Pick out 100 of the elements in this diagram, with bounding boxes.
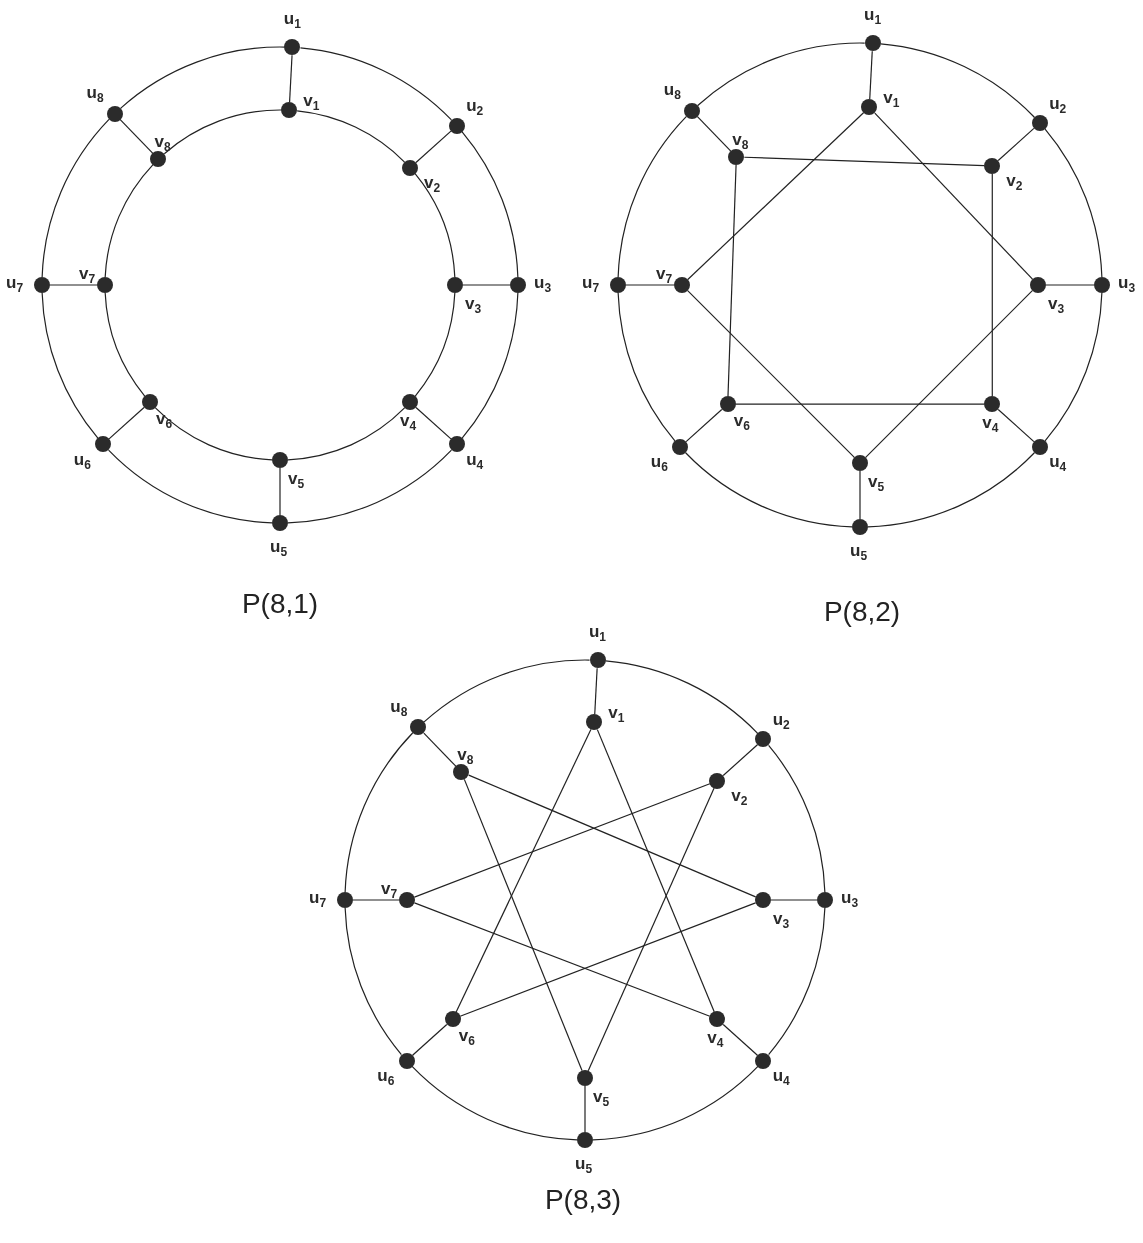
- vertex-label: u$_{7}$: [309, 889, 327, 913]
- graph-edge: [727, 164, 737, 397]
- vertex-label: v$_{3}$: [773, 910, 790, 934]
- graph-edge: [423, 659, 591, 723]
- graph-edge: [859, 470, 861, 520]
- graph-edge: [463, 778, 583, 1072]
- vertex-label: v$_{6}$: [733, 412, 750, 436]
- graph-edge: [459, 902, 757, 1017]
- vertex-label: v$_{7}$: [656, 265, 673, 289]
- graph-edge: [865, 290, 1033, 458]
- graph-edge: [41, 118, 110, 278]
- vertex-label: u$_{7}$: [6, 274, 24, 298]
- graph-edge: [584, 1085, 586, 1133]
- vertex-label: u$_{6}$: [650, 453, 668, 477]
- graph-edge: [997, 127, 1035, 162]
- graph-caption: P(8,2): [823, 596, 901, 628]
- graph-edge: [722, 1023, 758, 1056]
- graph-edge: [468, 774, 757, 898]
- vertex-label: v$_{1}$: [303, 92, 320, 116]
- vertex-label: u$_{8}$: [663, 81, 681, 105]
- vertex-label: v$_{1}$: [608, 704, 625, 728]
- vertex-label: v$_{5}$: [868, 473, 885, 497]
- graph-caption: P(8,1): [241, 588, 319, 620]
- graph-edge: [596, 729, 715, 1013]
- graph-edge: [685, 408, 723, 443]
- graph-edge: [1045, 284, 1095, 286]
- graph-edge: [991, 173, 993, 397]
- graph-edge: [414, 173, 456, 278]
- graph-edge: [411, 1065, 578, 1141]
- graph-edge: [49, 284, 98, 286]
- graph-edge: [415, 406, 452, 440]
- graph-edge: [768, 907, 826, 1056]
- graph-edge: [108, 449, 273, 524]
- graph-edge: [594, 667, 598, 715]
- graph-edge: [344, 907, 402, 1056]
- graph-edge: [685, 452, 853, 528]
- vertex-label: u$_{5}$: [575, 1155, 593, 1179]
- graph-edge: [735, 403, 985, 405]
- graph-edge: [412, 1023, 448, 1056]
- graph-edge: [687, 112, 865, 281]
- graph-edge: [461, 131, 519, 278]
- vertex-label: v$_{3}$: [465, 295, 482, 319]
- vertex-label: u$_{3}$: [1118, 274, 1136, 298]
- vertex-label: v$_{2}$: [424, 173, 441, 198]
- graph-edge: [696, 116, 732, 152]
- vertex-label: u$_{5}$: [850, 542, 868, 566]
- graph-edge: [423, 732, 457, 767]
- vertex-label: v$_{4}$: [400, 412, 417, 436]
- graph-edge: [154, 407, 273, 461]
- vertex-label: u$_{4}$: [1049, 453, 1067, 477]
- graph-edge: [867, 452, 1035, 528]
- vertex-label: v$_{1}$: [883, 89, 900, 113]
- graph-edge: [296, 110, 406, 163]
- graph-edge: [604, 660, 759, 735]
- vertex-label: u$_{6}$: [377, 1066, 395, 1091]
- vertex-label: v$_{5}$: [593, 1088, 610, 1112]
- graph-edge: [41, 292, 99, 439]
- vertex-label: v$_{8}$: [457, 745, 474, 770]
- graph-edge: [119, 46, 286, 109]
- graph-edge: [119, 118, 154, 154]
- graph-edge: [163, 109, 282, 155]
- graph-edge: [768, 744, 826, 893]
- graph-edge: [722, 744, 758, 777]
- vertex-label: u$_{1}$: [588, 623, 606, 647]
- graph-edge: [415, 130, 452, 164]
- graph-edge: [1044, 292, 1103, 442]
- graph-edge: [743, 156, 985, 167]
- vertex-label: u$_{5}$: [270, 538, 288, 562]
- vertex-label: v$_{6}$: [155, 410, 173, 434]
- graph-edge: [617, 115, 687, 278]
- graph-edge: [108, 406, 145, 440]
- vertex-label: v$_{3}$: [1048, 295, 1065, 319]
- graph-edge: [414, 292, 456, 397]
- graph-edge: [279, 467, 281, 516]
- graph-edge: [462, 284, 511, 286]
- vertex-label: u$_{7}$: [582, 274, 600, 298]
- vertex-label: v$_{6}$: [458, 1027, 475, 1051]
- graph-edge: [455, 728, 592, 1013]
- graph-edge: [413, 783, 711, 898]
- graph-edge: [997, 408, 1035, 443]
- graph-edge: [869, 50, 873, 100]
- vertex-label: u$_{4}$: [466, 450, 484, 475]
- vertex-label: u$_{3}$: [841, 889, 859, 913]
- graph-edge: [697, 42, 866, 107]
- vertex-label: u$_{2}$: [772, 711, 790, 735]
- vertex-label: u$_{1}$: [864, 6, 882, 30]
- vertex-label: u$_{8}$: [390, 697, 408, 722]
- graph-edge: [874, 112, 1034, 280]
- graph-edge: [287, 407, 406, 461]
- graph-edge: [461, 292, 519, 439]
- graph-edge: [352, 899, 400, 901]
- graph-edge: [1044, 128, 1103, 278]
- vertex-label: v$_{4}$: [707, 1029, 724, 1053]
- graph-edge: [104, 292, 146, 397]
- graph-edge: [880, 43, 1035, 118]
- vertex-label: u$_{8}$: [86, 84, 104, 108]
- graph-edge: [104, 164, 154, 278]
- vertex-label: u$_{3}$: [534, 274, 552, 298]
- vertex-label: u$_{4}$: [772, 1066, 790, 1091]
- vertex-label: u$_{2}$: [466, 97, 484, 121]
